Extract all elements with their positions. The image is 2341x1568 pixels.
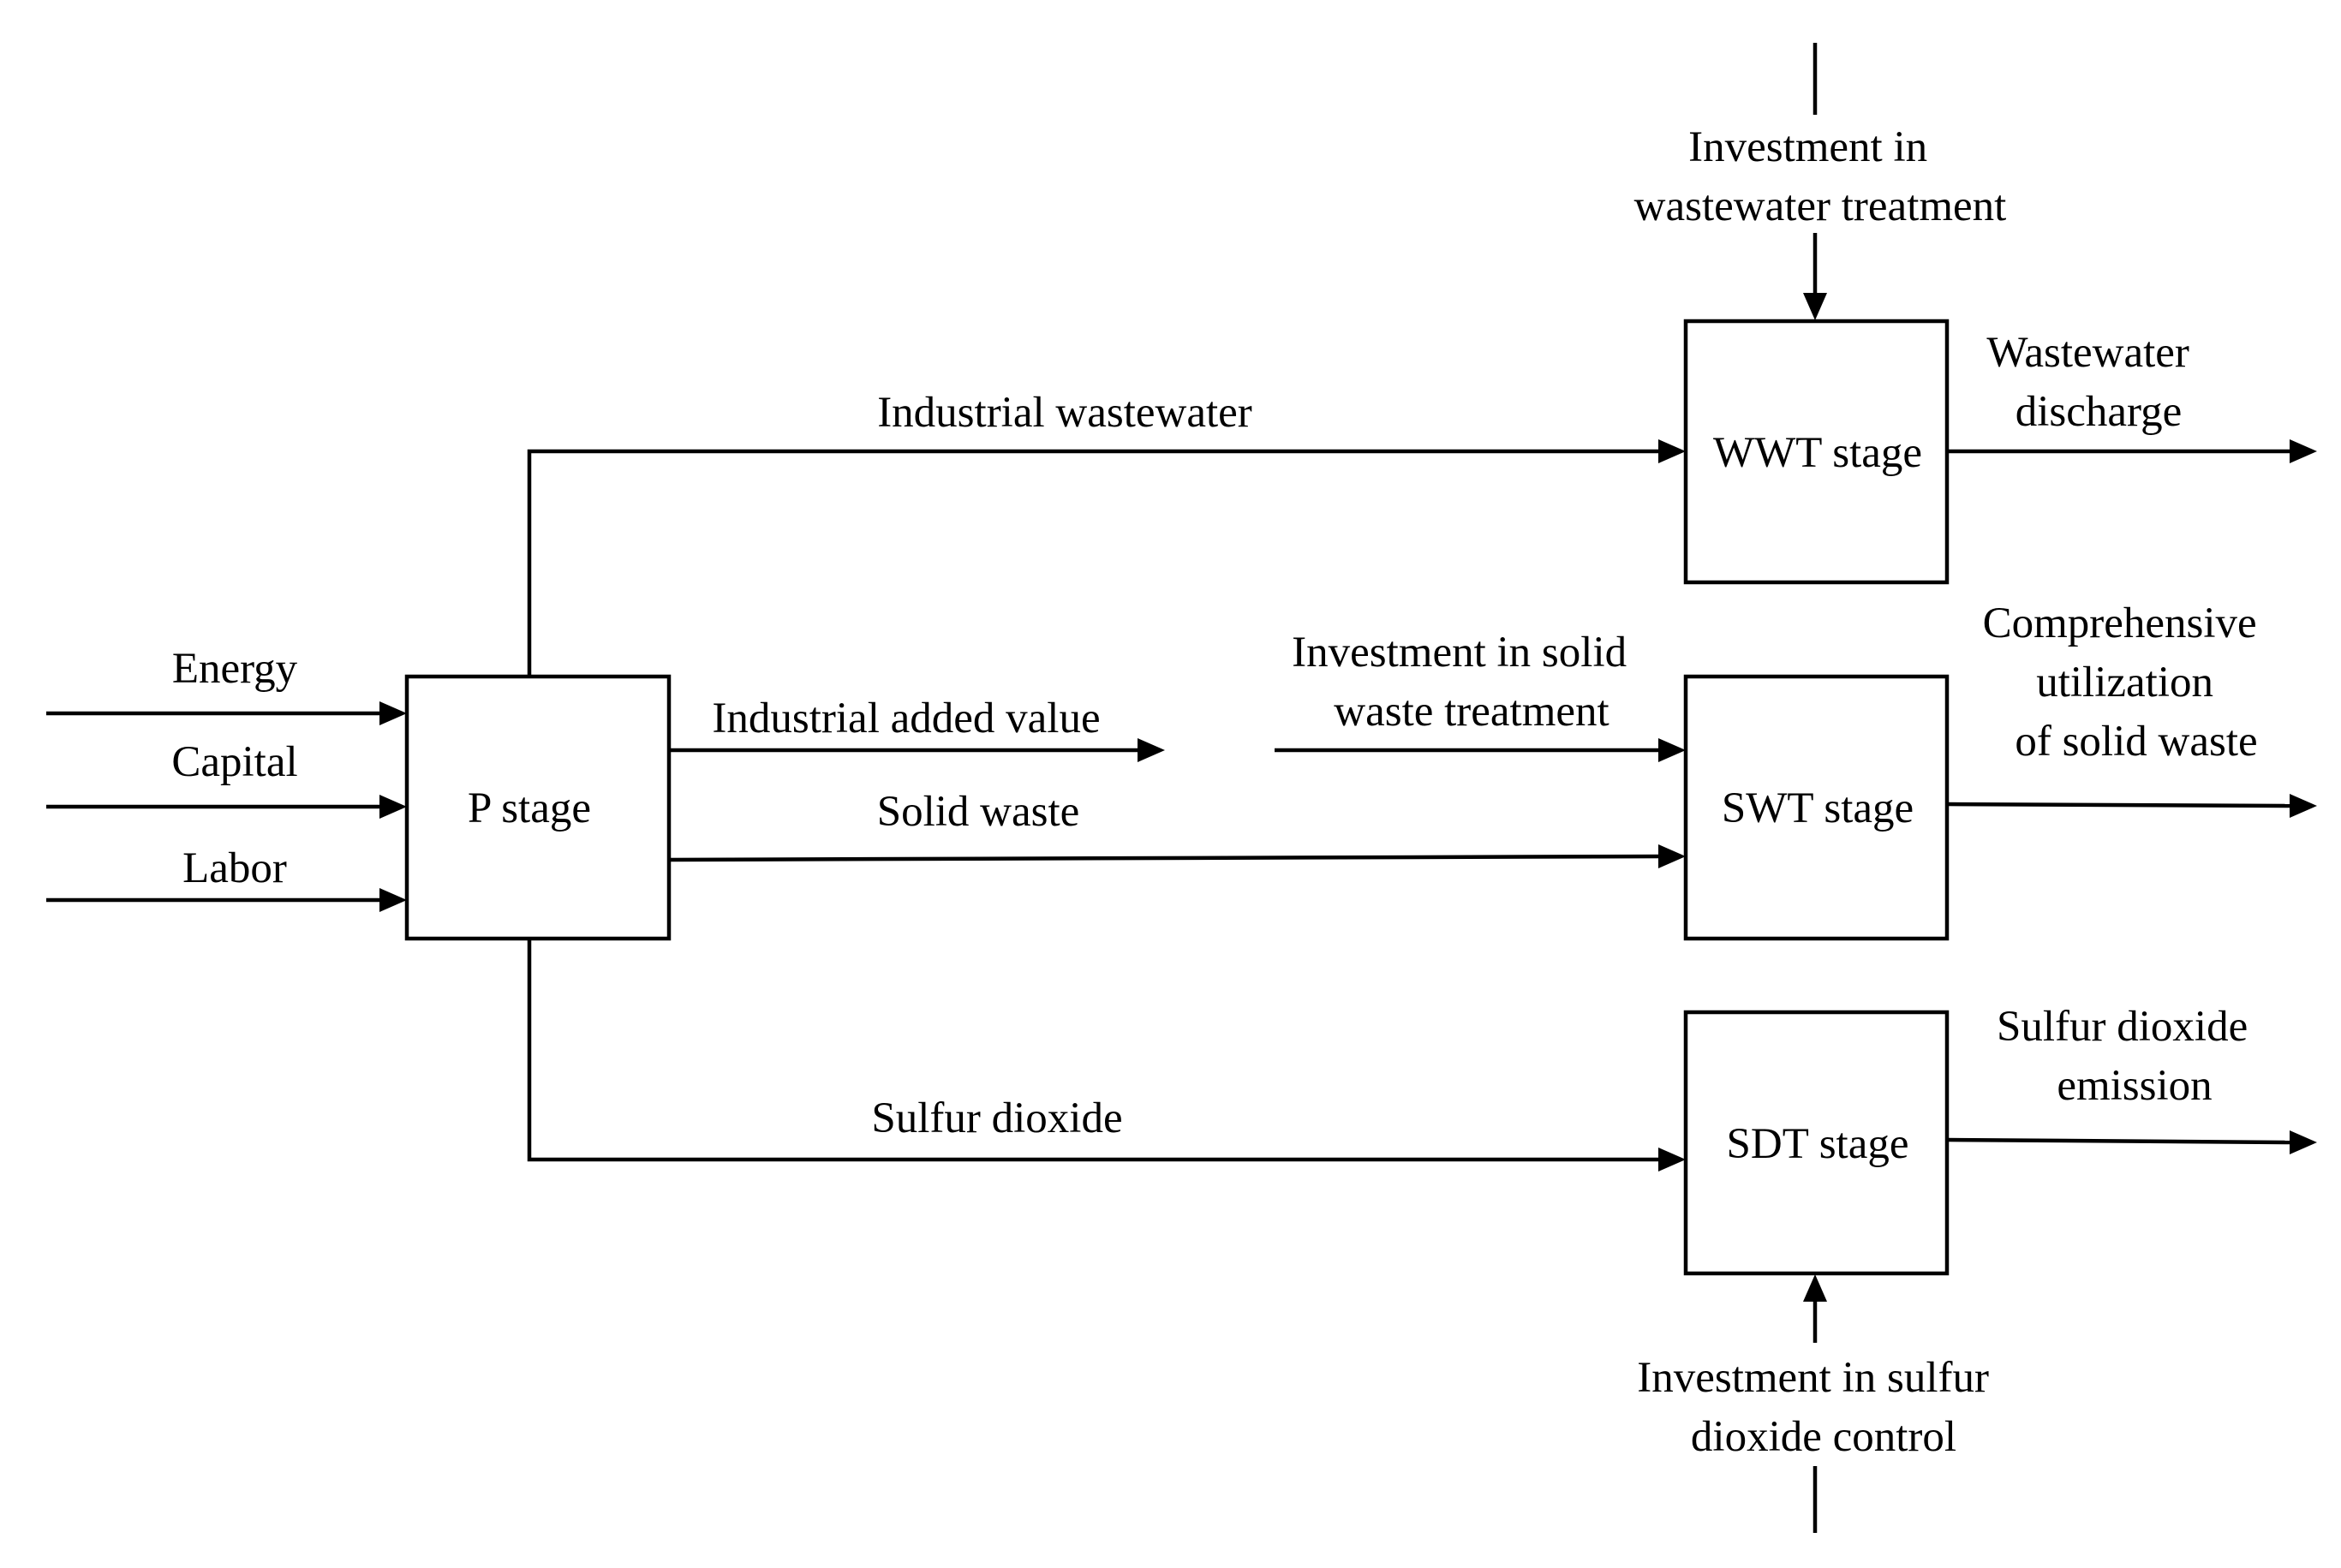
sulfur-investment-line-1: Investment in sulfur [1637,1354,1989,1402]
solid-waste-label: Solid waste [877,788,1080,836]
industrial-wastewater-arrow [527,449,1660,677]
sulfur-investment-line-2: dioxide control [1691,1413,1956,1461]
wastewater-discharge-line-2: discharge [2016,388,2183,436]
wwt-stage-label: WWT stage [1713,429,1922,477]
sulfur-dioxide-emission-arrow [1945,1137,2292,1145]
sdt-stage-rect [1683,1010,1950,1276]
energy-arrow-head [379,701,407,725]
swt-stage-box: SWT stage [1683,674,1950,941]
labor-label: Labor [182,844,287,892]
sulfur-investment-label: Investment in sulfur dioxide control [1637,1354,2000,1461]
labor-arrow-head [379,888,407,912]
wastewater-discharge-arrow-head [2290,439,2317,463]
industrial-wastewater-arrow-head [1658,439,1686,463]
wastewater-discharge-line-1: Wastewater [1986,329,2189,377]
wwt-stage-box: WWT stage [1683,319,1950,585]
solid-waste-investment-line-2: waste treatment [1334,688,1609,736]
wwt-stage-rect [1683,319,1950,585]
solid-waste-utilization-arrow-head [2290,794,2317,818]
sulfur-investment-arrow-head [1803,1274,1827,1302]
p-stage-label: P stage [468,784,591,832]
wastewater-discharge-label: Wastewater discharge [1986,329,2200,436]
sulfur-dioxide-arrow [527,939,1660,1162]
sulfur-dioxide-label: Sulfur dioxide [871,1094,1122,1142]
industrial-added-value-arrow-head [1138,738,1165,762]
wastewater-investment-arrow-head [1803,293,1827,320]
sdt-stage-label: SDT stage [1727,1120,1909,1168]
wastewater-investment-line-2: wastewater treatment [1634,182,2007,230]
sulfur-dioxide-arrow-head [1658,1148,1686,1172]
solid-waste-utilization-line-1: Comprehensive [1983,599,2257,647]
swt-stage-label: SWT stage [1722,784,1914,832]
sulfur-dioxide-emission-line-2: emission [2057,1062,2212,1110]
sulfur-dioxide-emission-arrow-head [2290,1130,2317,1154]
capital-label: Capital [171,738,297,786]
solid-waste-investment-label: Investment in solid waste treatment [1292,629,1638,736]
solid-waste-utilization-line-2: utilization [2036,659,2213,706]
capital-arrow-head [379,795,407,819]
sulfur-dioxide-emission-line-1: Sulfur dioxide [1997,1003,2248,1051]
p-stage-rect [404,674,672,941]
sdt-stage-box: SDT stage [1683,1010,1950,1276]
solid-waste-utilization-arrow [1945,802,2292,808]
wastewater-investment-line-1: Investment in [1688,123,1927,171]
sulfur-dioxide-emission-label: Sulfur dioxide emission [1997,1003,2259,1110]
p-stage-box: P stage [404,674,672,941]
solid-waste-utilization-line-3: of solid waste [2015,718,2257,766]
solid-waste-investment-arrow-head [1658,738,1686,762]
swt-stage-rect [1683,674,1950,941]
industrial-wastewater-label: Industrial wastewater [877,389,1252,437]
solid-waste-arrow-head [1658,844,1686,868]
solid-waste-arrow [667,854,1661,862]
industrial-added-value-label: Industrial added value [712,695,1100,742]
solid-waste-investment-line-1: Investment in solid [1292,629,1627,677]
energy-label: Energy [172,645,298,693]
wastewater-investment-label: Investment in wastewater treatment [1634,123,2007,230]
solid-waste-utilization-label: Comprehensive utilization of solid waste [1983,599,2268,766]
